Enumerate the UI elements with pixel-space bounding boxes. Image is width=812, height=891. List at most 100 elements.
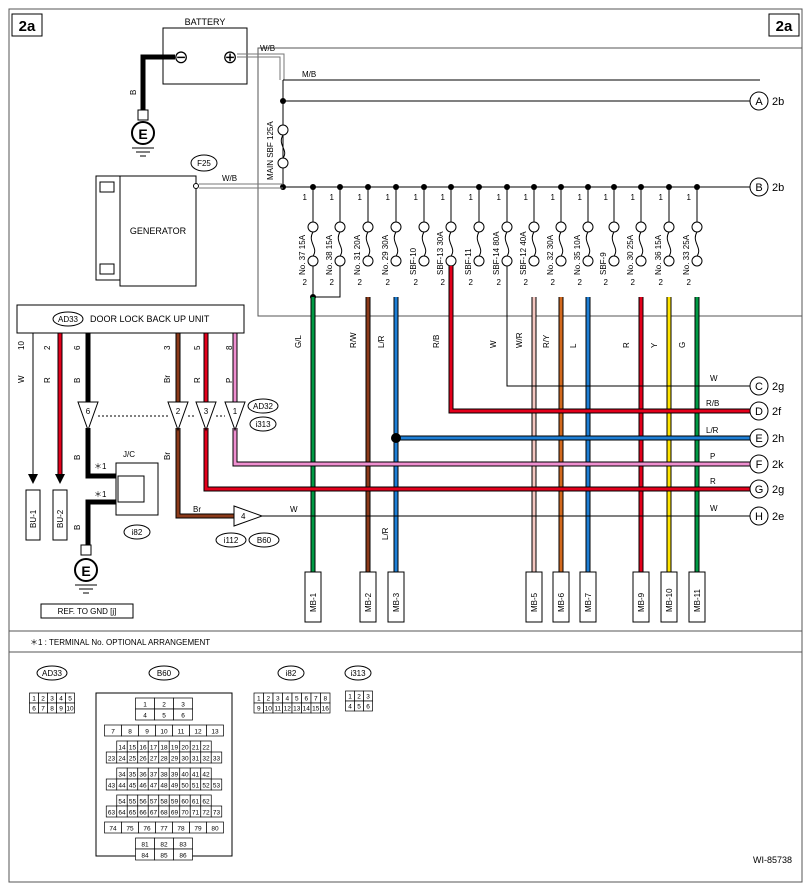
- ref-gnd-box: [40, 603, 134, 619]
- mb-connector-box: [304, 571, 322, 623]
- mb-connector-box: [660, 571, 678, 623]
- b60-pin-number: 67: [150, 810, 158, 817]
- ground-e-icon: [74, 558, 98, 582]
- mb-connector-box: [525, 571, 543, 623]
- b60-pin-cell: [210, 751, 223, 764]
- i82-face-tag: [277, 665, 305, 681]
- ad33-face-label: AD33: [42, 669, 63, 678]
- wire-br-lower: [176, 428, 234, 518]
- fuse-icon: [334, 221, 346, 233]
- mb-label: MB-9: [637, 592, 646, 612]
- b60-pin-number: 25: [129, 756, 137, 763]
- b60-pin-number: 43: [108, 783, 116, 790]
- b60-pin-number: 49: [171, 783, 179, 790]
- b60-pin-number: 41: [192, 772, 200, 779]
- ref-target: 2f: [772, 406, 782, 418]
- ref-target: 2g: [772, 484, 784, 496]
- battery-ground-wire: [140, 54, 175, 110]
- ground-e-label: E: [138, 126, 147, 142]
- fuse-icon: [307, 221, 319, 233]
- b60-pin-number: 56: [139, 799, 147, 806]
- bu-box: [52, 489, 68, 541]
- b60-pin-number: 53: [213, 783, 221, 790]
- fuse-icon: [608, 255, 620, 267]
- b60-pin-cell: [210, 805, 223, 818]
- wire-b-ground-outline: [85, 499, 118, 545]
- jc-wire-bottom: B: [73, 525, 82, 530]
- b60-pin-number: 81: [141, 842, 149, 849]
- b60-pin-number: 66: [139, 810, 147, 817]
- generator-connector-tag: [190, 154, 218, 172]
- mb-label: MB-10: [665, 588, 674, 612]
- bus-wire-label: R: [710, 477, 716, 486]
- b60-pin-number: 14: [118, 745, 126, 752]
- fuse-pin-out: 2: [604, 278, 609, 287]
- fuse-icon: [528, 221, 540, 233]
- wire-br-label: Br: [163, 452, 172, 460]
- b60-pin-number: 46: [139, 783, 147, 790]
- ad33-pin-number: 8: [50, 706, 54, 713]
- fuse-pin-out: 2: [469, 278, 474, 287]
- b60-pin-number: 27: [150, 756, 158, 763]
- fuse-icon: [691, 221, 703, 233]
- generator-connector-label: F25: [197, 159, 211, 168]
- fuse-pin-in: 1: [469, 193, 474, 202]
- ref-target: 2e: [772, 511, 784, 523]
- junction-dot: [391, 433, 401, 443]
- dlbu-pin: 6: [73, 345, 82, 350]
- fuse-label: No. 31 20A: [353, 234, 362, 275]
- bus-wire-label: L/R: [706, 426, 719, 435]
- i313-tag: [249, 416, 277, 432]
- fuse-icon: [555, 221, 567, 233]
- fuse-pin-out: 2: [659, 278, 664, 287]
- fuse-element: [421, 231, 427, 257]
- i112-wire-in: Br: [193, 505, 201, 514]
- b60-pin-number: 69: [171, 810, 179, 817]
- main-fuse-element: [280, 134, 286, 159]
- fuse-icon: [334, 255, 346, 267]
- i82-pin-number: 8: [323, 696, 327, 703]
- dlbu-pin: 2: [43, 345, 52, 350]
- i313-pin-number: 3: [366, 694, 370, 701]
- main-wire-label: M/B: [302, 70, 316, 79]
- mb-wire-note: L/R: [381, 527, 390, 540]
- fuse-pin-out: 2: [441, 278, 446, 287]
- dlbu-pin: 8: [225, 345, 234, 350]
- fuse-pin-in: 1: [687, 193, 692, 202]
- mb-connector-box: [359, 571, 377, 623]
- b60-pin-number: 28: [160, 756, 168, 763]
- wire-color-label: R/W: [349, 332, 358, 348]
- fuse-icon: [691, 255, 703, 267]
- ad32-tag: [247, 398, 279, 414]
- jc-connector-tag: [123, 524, 151, 540]
- wire-color-label: R/B: [432, 335, 441, 348]
- b60-pin-number: 62: [202, 799, 210, 806]
- b60-pin-number: 37: [150, 772, 158, 779]
- ad33-face-tag: [36, 665, 68, 681]
- ad33-pin-number: 9: [59, 706, 63, 713]
- jc-wire-top: B: [73, 455, 82, 460]
- fuse-element: [337, 231, 343, 257]
- b60-pin-number: 50: [181, 783, 189, 790]
- b60-pin-number: 6: [181, 713, 185, 720]
- b60-pin-number: 76: [143, 826, 151, 833]
- b60-pin-number: 19: [171, 745, 179, 752]
- wire-color-label: R/Y: [542, 334, 551, 348]
- ref-letter: C: [755, 381, 763, 393]
- fuse-pin-in: 1: [659, 193, 664, 202]
- i112-label: i112: [224, 536, 239, 545]
- wire-p-f: [233, 428, 750, 466]
- fuse-pin-in: 1: [441, 193, 446, 202]
- i82-pin-number: 5: [295, 696, 299, 703]
- page-label-box: [768, 13, 800, 37]
- b60-label: B60: [257, 536, 272, 545]
- page-label-right: 2a: [776, 18, 793, 35]
- b60-pin-number: 63: [108, 810, 116, 817]
- b60-pin-cell: [173, 848, 193, 861]
- b60-pin-cell: [173, 708, 193, 721]
- battery-negative-icon: ⊖: [173, 47, 188, 67]
- fuse-icon: [473, 255, 485, 267]
- i313-pin-number: 2: [357, 694, 361, 701]
- ref-marker-icon: [749, 91, 769, 111]
